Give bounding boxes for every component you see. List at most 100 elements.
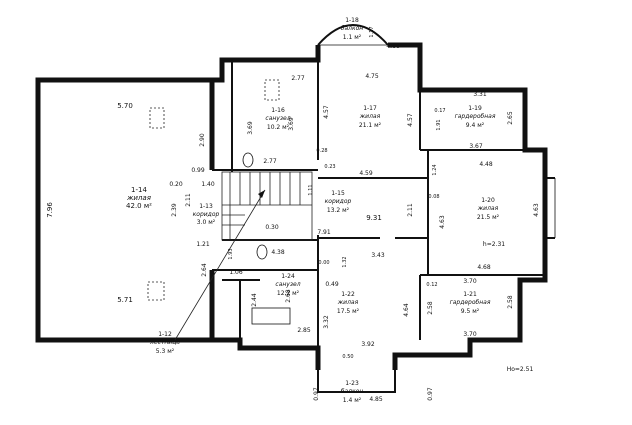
- room-1-12-name: лестница: [149, 339, 180, 346]
- room-1-18-area: 1.1 м²: [343, 34, 362, 41]
- room-1-24-id: 1-24: [281, 273, 295, 280]
- room-1-12-area: 5.3 м²: [156, 348, 175, 355]
- dim: 0.23: [324, 164, 335, 170]
- dim: 7.91: [317, 229, 331, 236]
- dim: 2.77: [291, 75, 305, 82]
- room-1-21-id: 1-21: [463, 291, 477, 298]
- room-1-14-name: жилая: [126, 194, 151, 202]
- room-1-19-id: 1-19: [468, 105, 482, 112]
- dim: 1.21: [196, 241, 210, 248]
- dim: 4.63: [533, 203, 540, 217]
- room-1-21-name: гардеробная: [450, 299, 491, 306]
- dim: 2.64: [201, 263, 208, 277]
- room-1-24-name: санузел: [275, 281, 300, 288]
- interior-walls: [212, 60, 545, 348]
- dim: 0.97: [427, 387, 434, 401]
- dim: 0.00: [318, 260, 329, 266]
- dim: 0.12: [426, 282, 437, 288]
- dim: 1.40: [201, 181, 215, 188]
- dim: 9.31: [366, 214, 382, 222]
- dim: 2.44: [251, 293, 258, 307]
- dim: 4.64: [403, 303, 410, 317]
- dim: 2.68: [285, 289, 292, 303]
- dim: 3.70: [463, 278, 477, 285]
- dim: 0.50: [342, 354, 353, 360]
- dim: 1.32: [342, 256, 348, 267]
- dim: 4.68: [477, 264, 491, 271]
- room-1-12-id: 1-12: [158, 331, 172, 338]
- dim: 0.08: [428, 194, 439, 200]
- room-1-23-name: балкон: [341, 388, 364, 395]
- dim: 2.58: [427, 301, 434, 315]
- room-1-17-area: 21.1 м²: [359, 122, 382, 129]
- dim: 4.63: [439, 215, 446, 229]
- room-1-15-area: 13.2 м²: [327, 207, 350, 214]
- room-1-21-area: 9.5 м²: [461, 308, 480, 315]
- room-1-24-area: 12.2 м²: [277, 290, 300, 297]
- room-1-20-area: 21.5 м²: [477, 214, 500, 221]
- dim: 3.31: [473, 91, 487, 98]
- dim: 0.30: [265, 224, 279, 231]
- room-1-15-id: 1-15: [331, 190, 345, 197]
- dim: 2.65: [507, 111, 514, 125]
- room-1-14-area: 42.0 м²: [126, 202, 152, 210]
- dim: 0.28: [316, 148, 327, 154]
- dimension-labels: 5.70 7.96 5.71 2.90 0.99 0.20 1.40 2.11 …: [46, 26, 540, 403]
- dim: 3.43: [371, 252, 385, 259]
- room-1-22-id: 1-22: [341, 291, 355, 298]
- dim: 0.99: [191, 167, 205, 174]
- room-1-22-name: жилая: [337, 299, 359, 306]
- dim: 3.69: [247, 121, 254, 135]
- room-1-19-area: 9.4 м²: [466, 122, 485, 129]
- dim: 2.39: [171, 203, 178, 217]
- room-1-15-name: коридор: [325, 198, 352, 205]
- dim: 4.38: [271, 249, 285, 256]
- dim: 1.11: [308, 184, 314, 195]
- notes: h=2.31 Hо=2.51: [483, 241, 534, 373]
- dim: 3.69: [288, 117, 295, 131]
- room-1-22-area: 17.5 м²: [337, 308, 360, 315]
- room-1-16-area: 10.2 м²: [267, 124, 290, 131]
- room-1-13-name: коридор: [193, 211, 220, 218]
- dim: 1.24: [432, 164, 438, 175]
- dim: 1.91: [436, 119, 442, 130]
- room-1-17-name: жилая: [359, 113, 381, 120]
- room-1-18-name: балкон: [341, 25, 364, 32]
- room-1-13-area: 3.0 м²: [197, 219, 216, 226]
- dim: 4.48: [479, 161, 493, 168]
- dim: 5.71: [117, 296, 133, 304]
- dim: 0.20: [169, 181, 183, 188]
- dim: 3.70: [463, 331, 477, 338]
- dim: 1.06: [229, 269, 243, 276]
- room-height-note: h=2.31: [483, 241, 505, 248]
- dim: 3.32: [323, 315, 330, 329]
- staircase: [174, 171, 313, 341]
- room-1-14-id: 1-14: [131, 186, 147, 194]
- room-1-23-area: 1.4 м²: [343, 397, 362, 404]
- exterior-walls: [35, 42, 548, 370]
- dim: 4.59: [359, 170, 373, 177]
- dim: 4.85: [369, 396, 383, 403]
- room-1-18-id: 1-18: [345, 17, 359, 24]
- dim: 0.17: [434, 108, 445, 114]
- room-labels: 1-14 жилая 42.0 м² 1-13 коридор 3.0 м² 1…: [126, 17, 500, 404]
- room-1-16-name: санузел: [265, 115, 290, 122]
- dim: 4.57: [323, 105, 330, 119]
- dim: 1.93: [228, 248, 234, 259]
- dim: 0.97: [313, 387, 320, 401]
- dim: 7.96: [46, 202, 54, 218]
- room-1-17-id: 1-17: [363, 105, 377, 112]
- dim: 2.90: [199, 133, 206, 147]
- room-1-16-id: 1-16: [271, 107, 285, 114]
- dim: 2.58: [507, 295, 514, 309]
- dim: 1.17: [369, 26, 375, 37]
- dim: 2.11: [407, 203, 414, 217]
- dim: 2.77: [263, 158, 277, 165]
- dim: 4.75: [365, 73, 379, 80]
- dim: 0.49: [325, 281, 339, 288]
- room-1-20-id: 1-20: [481, 197, 495, 204]
- room-1-20-name: жилая: [477, 205, 499, 212]
- sanitary-fixtures: [147, 79, 291, 325]
- dim: 3.67: [469, 143, 483, 150]
